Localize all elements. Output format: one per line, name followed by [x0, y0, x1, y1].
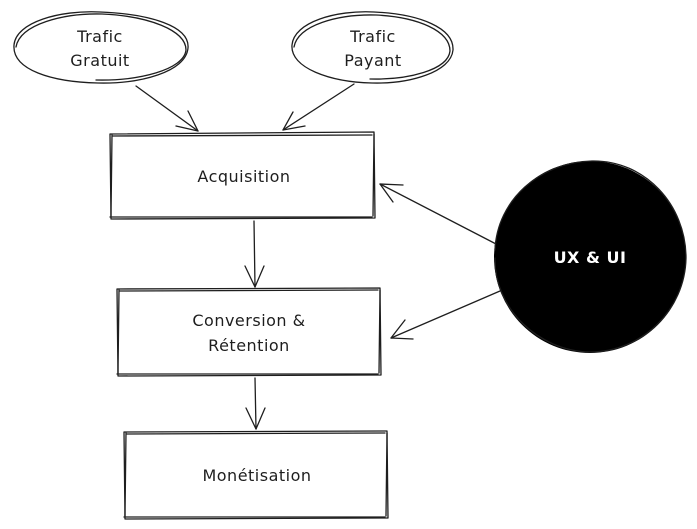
monetisation-label: Monétisation	[202, 466, 311, 485]
node-acquisition: Acquisition	[109, 131, 376, 220]
arrow-ux-to-acquisition	[379, 183, 499, 246]
node-trafic-gratuit: Trafic Gratuit	[13, 11, 189, 84]
acquisition-label: Acquisition	[197, 167, 290, 186]
arrow-gratuit-to-acquisition	[135, 85, 199, 132]
trafic-payant-line1: Trafic	[349, 27, 396, 46]
node-conversion-retention: Conversion & Rétention	[116, 287, 382, 377]
node-ux-ui: UX & UI	[494, 160, 687, 353]
arrow-acquisition-to-conversion	[244, 220, 265, 288]
arrow-conversion-to-monetisation	[245, 377, 266, 430]
node-monetisation: Monétisation	[123, 430, 389, 520]
arrow-ux-to-conversion	[390, 290, 501, 340]
trafic-payant-line2: Payant	[344, 51, 401, 70]
node-trafic-payant: Trafic Payant	[291, 11, 454, 84]
ux-ui-label: UX & UI	[554, 248, 627, 267]
conversion-line1: Conversion &	[192, 311, 305, 330]
trafic-gratuit-line2: Gratuit	[70, 51, 129, 70]
conversion-line2: Rétention	[208, 336, 290, 355]
arrow-payant-to-acquisition	[282, 83, 355, 131]
trafic-gratuit-line1: Trafic	[76, 27, 123, 46]
